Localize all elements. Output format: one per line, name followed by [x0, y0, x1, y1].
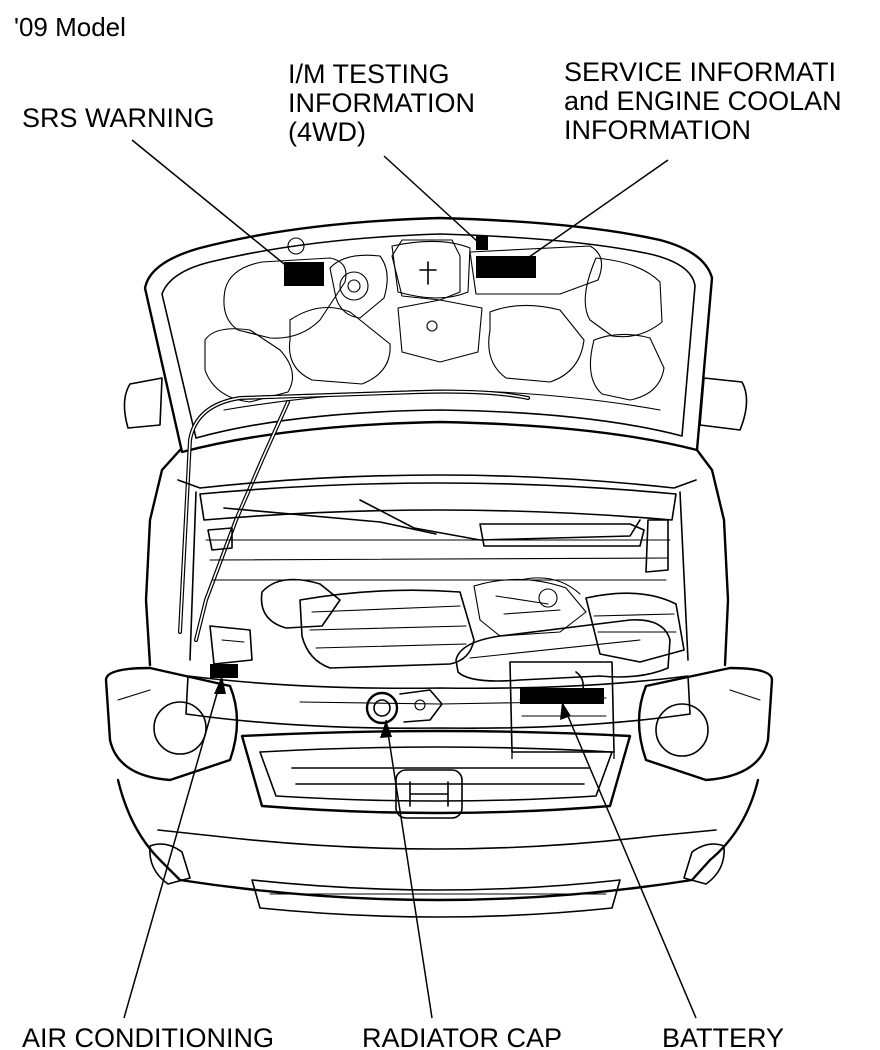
leader-srs [131, 139, 295, 273]
front-fascia [116, 729, 760, 918]
leader-battery [561, 701, 697, 1019]
mirrors [123, 377, 748, 431]
hood [143, 216, 714, 642]
air-conditioning-label: AIR CONDITIONING [22, 1023, 275, 1050]
radiator-cap-label: RADIATOR CAP [362, 1023, 563, 1050]
battery-label-mark [520, 688, 604, 704]
leader-service [521, 159, 669, 263]
srs-label-mark [284, 262, 324, 286]
srs-warning-label: SRS WARNING [22, 103, 215, 133]
model-year-label: '09 Model [14, 12, 126, 42]
battery-label: BATTERY [662, 1023, 785, 1050]
headlights [104, 666, 774, 782]
im-label-mark [476, 236, 488, 250]
leader-ac [123, 675, 223, 1019]
im-testing-label: I/M TESTING INFORMATION (4WD) [288, 59, 475, 147]
vehicle-body [144, 448, 730, 667]
engine-bay [185, 577, 691, 760]
ac-label-mark [210, 664, 238, 678]
leader-radiator [385, 719, 433, 1019]
leader-lines [123, 139, 697, 1019]
service-label-mark [476, 256, 536, 278]
leader-im [383, 155, 479, 243]
service-information-label: SERVICE INFORMATI and ENGINE COOLAN INFO… [564, 58, 842, 145]
